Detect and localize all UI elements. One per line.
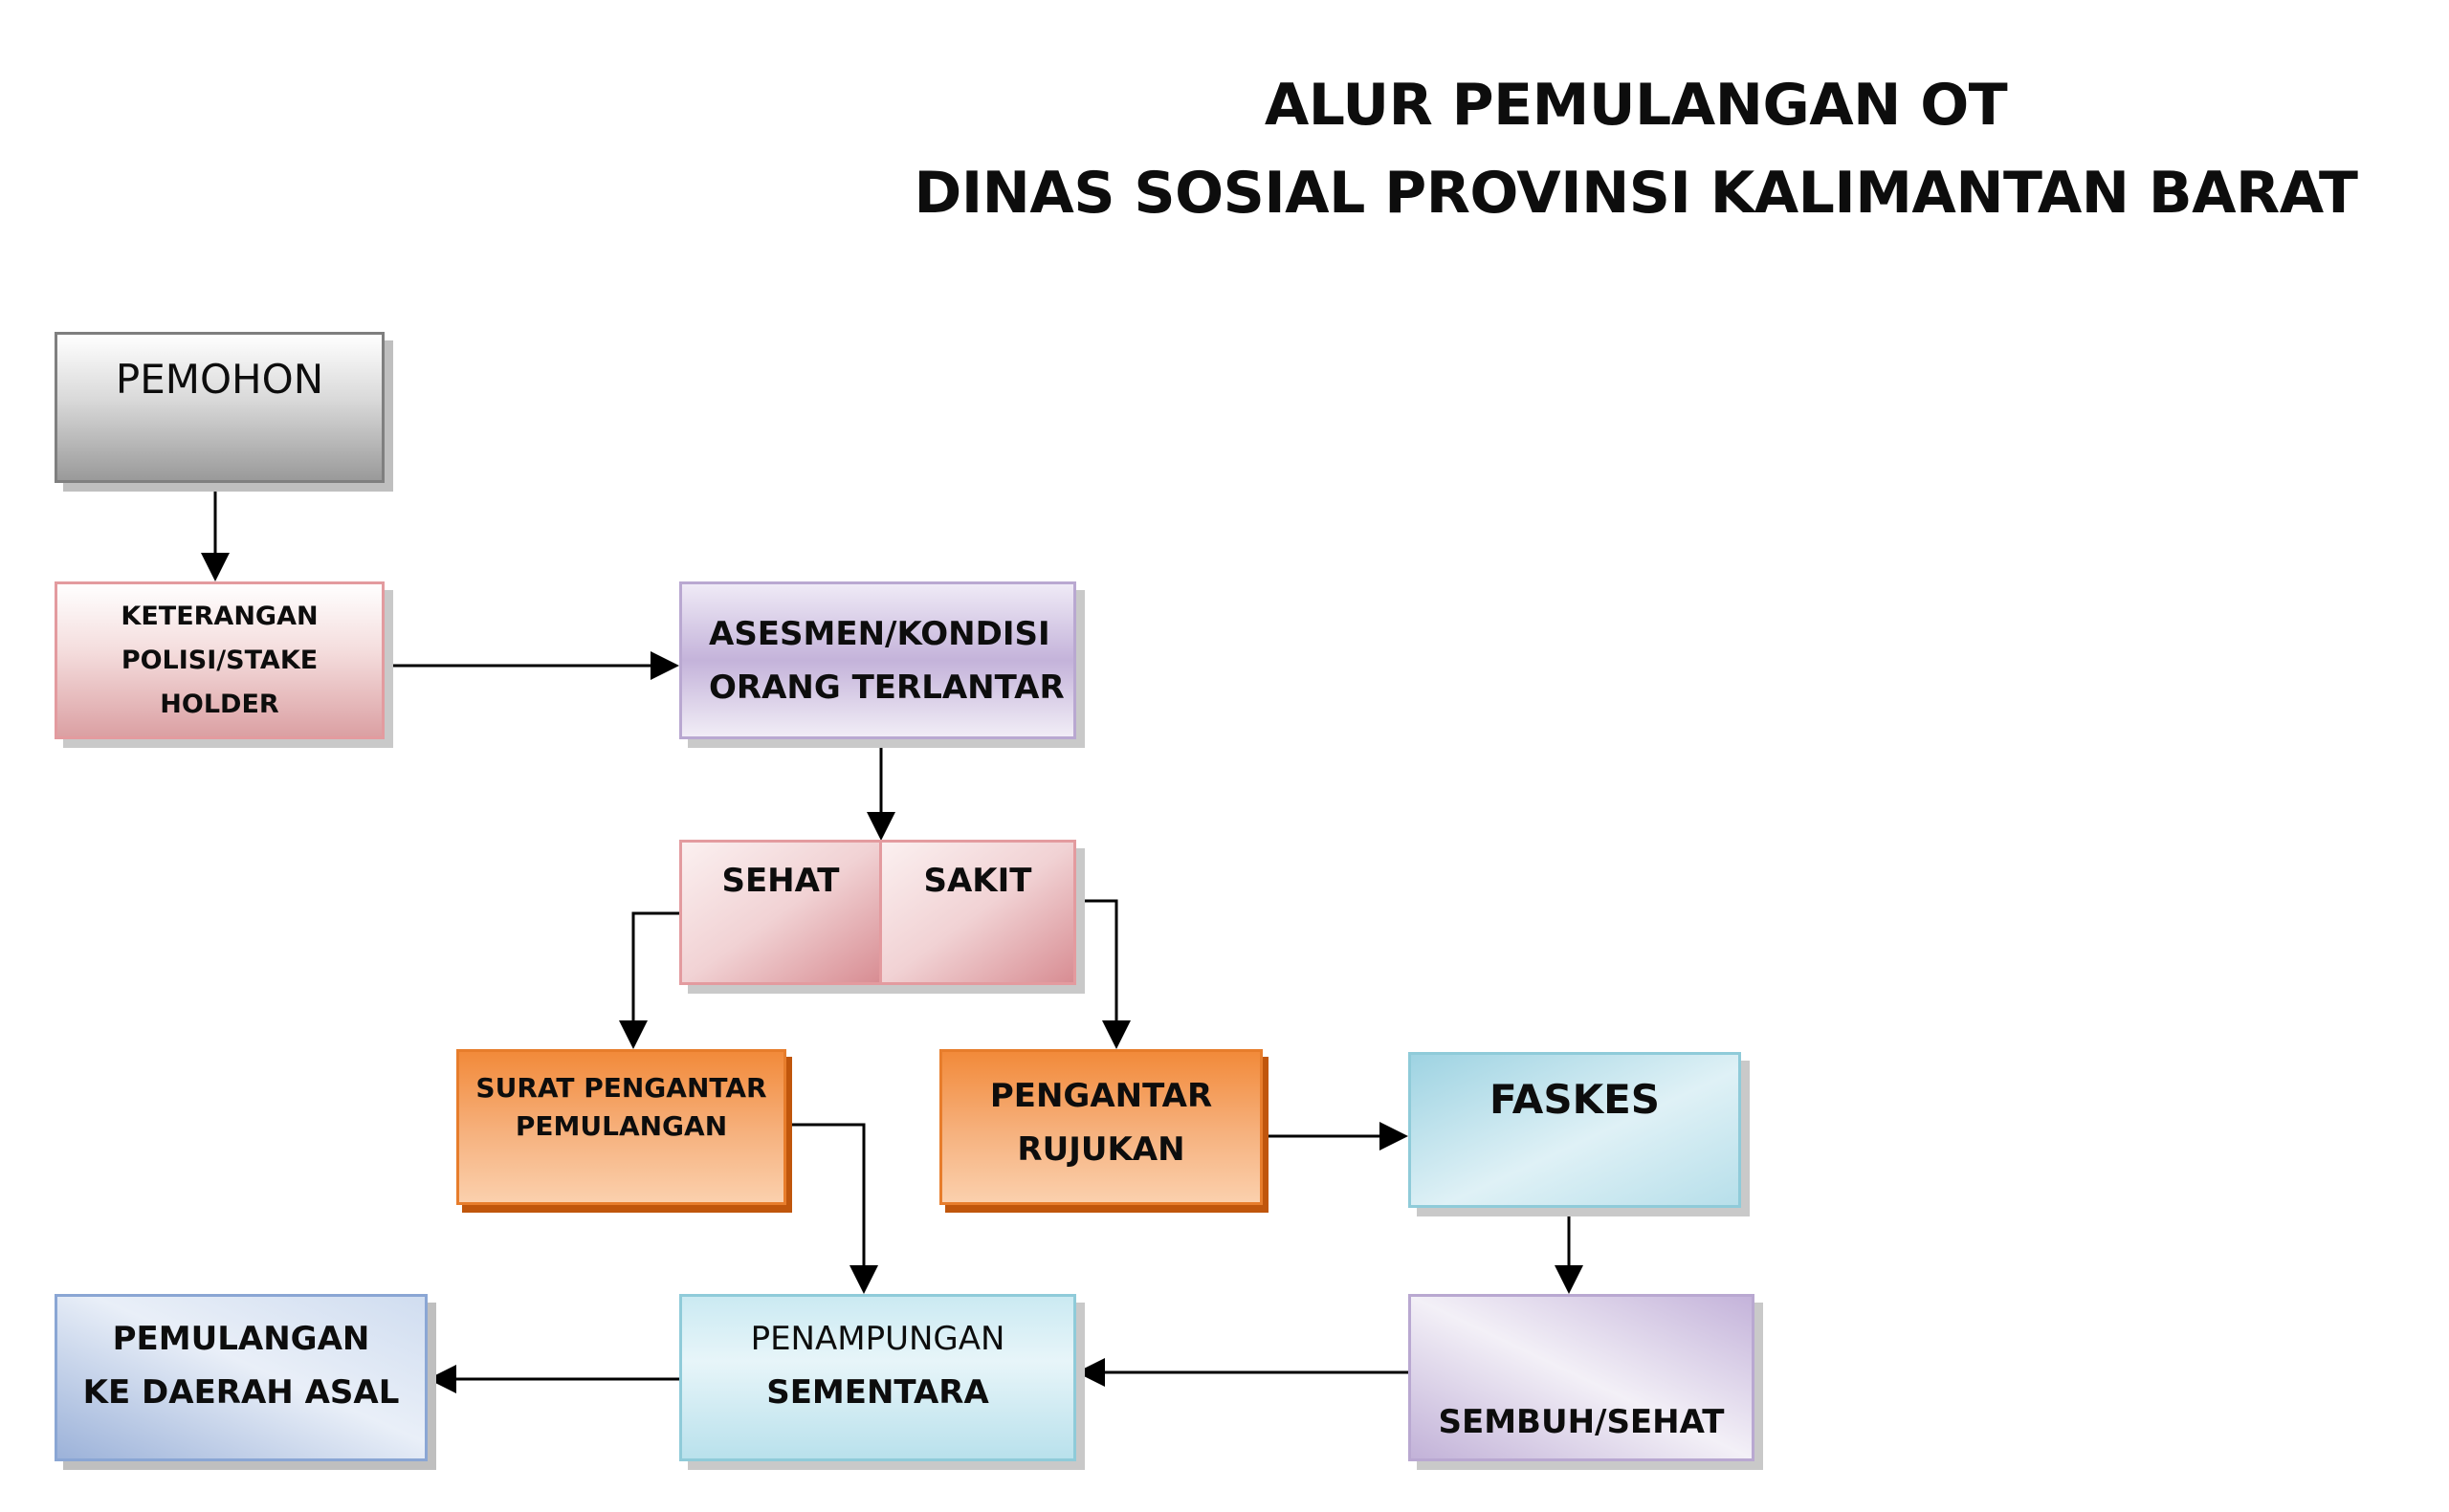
arrow-sakit-to-rujukan [1076, 899, 1131, 1049]
node-pemulangan-line1: PEMULANGAN [112, 1320, 370, 1358]
node-faskes: FASKES [1408, 1052, 1741, 1208]
node-surat-pengantar: SURAT PENGANTAR PEMULANGAN [456, 1049, 786, 1205]
node-penampungan-sementara: PENAMPUNGAN SEMENTARA [679, 1294, 1076, 1461]
node-sembuh-sehat: SEMBUH/SEHAT [1408, 1294, 1754, 1461]
node-faskes-label: FASKES [1489, 1076, 1661, 1123]
node-keterangan-line3: HOLDER [160, 689, 279, 719]
diagram-title-line1: ALUR PEMULANGAN OT [1264, 72, 2008, 139]
node-keterangan-line2: POLISI/STAKE [121, 645, 319, 675]
node-rujukan-line2: RUJUKAN [1017, 1130, 1185, 1169]
node-pemulangan: PEMULANGAN KE DAERAH ASAL [55, 1294, 428, 1461]
node-surat-line2: PEMULANGAN [515, 1110, 728, 1142]
arrow-surat-to-penampungan [786, 1123, 878, 1294]
node-sehat: SEHAT [679, 840, 882, 985]
arrow-sehat-to-surat [619, 911, 679, 1049]
diagram-title-line2: DINAS SOSIAL PROVINSI KALIMANTAN BARAT [914, 160, 2358, 227]
node-sakit: SAKIT [879, 840, 1076, 985]
node-pemulangan-line2: KE DAERAH ASAL [82, 1373, 400, 1412]
node-rujukan-line1: PENGANTAR [989, 1077, 1213, 1115]
node-sakit-label: SAKIT [923, 862, 1032, 900]
node-asesmen: ASESMEN/KONDISI ORANG TERLANTAR [679, 581, 1076, 739]
node-keterangan: KETERANGAN POLISI/STAKE HOLDER [55, 581, 385, 739]
node-sehat-label: SEHAT [721, 862, 840, 900]
node-surat-line1: SURAT PENGANTAR [475, 1072, 767, 1104]
node-pemohon: PEMOHON [55, 332, 385, 483]
node-asesmen-line2: ORANG TERLANTAR [709, 668, 1065, 707]
node-penampungan-line1: PENAMPUNGAN [750, 1320, 1005, 1358]
node-penampungan-line2: SEMENTARA [766, 1373, 989, 1412]
node-asesmen-line1: ASESMEN/KONDISI [709, 614, 1050, 653]
node-keterangan-line1: KETERANGAN [121, 601, 319, 631]
node-pengantar-rujukan: PENGANTAR RUJUKAN [939, 1049, 1263, 1205]
node-sembuh-label: SEMBUH/SEHAT [1438, 1403, 1725, 1441]
node-pemohon-label: PEMOHON [115, 356, 324, 403]
